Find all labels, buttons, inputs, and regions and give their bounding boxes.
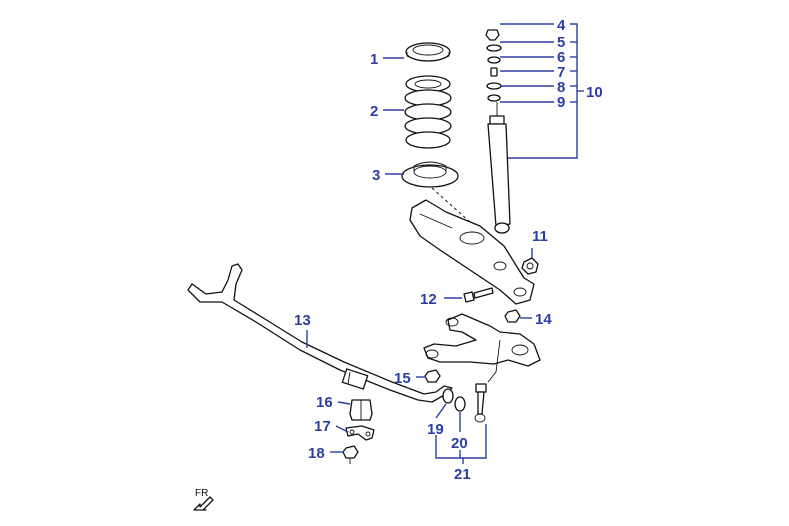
shock-mount-hardware <box>485 29 502 102</box>
callout-14: 14 <box>535 311 552 328</box>
callout-6: 6 <box>557 49 565 66</box>
lower-control-arm <box>409 199 535 305</box>
front-direction-indicator: FR <box>193 488 214 511</box>
front-arrow-icon <box>193 496 214 511</box>
callout-17: 17 <box>314 418 331 435</box>
callout-leaders <box>306 23 584 464</box>
direction-label: FR <box>195 488 208 499</box>
stabilizer-bar <box>187 263 453 403</box>
link-hardware <box>442 383 487 423</box>
bolt-12 <box>463 287 494 303</box>
nut-14 <box>504 309 521 323</box>
callout-12: 12 <box>420 291 437 308</box>
callout-3: 3 <box>372 167 380 184</box>
knuckle-assembly <box>423 313 541 383</box>
shock-absorber <box>487 102 511 234</box>
coil-spring <box>404 75 452 149</box>
callout-7: 7 <box>557 64 565 81</box>
callout-4: 4 <box>557 17 566 34</box>
callout-5: 5 <box>557 34 565 51</box>
lower-spring-seat <box>401 161 459 188</box>
callout-15: 15 <box>394 370 411 387</box>
bracket-17 <box>345 425 375 441</box>
bolt-18 <box>342 445 359 464</box>
callout-18: 18 <box>308 445 325 462</box>
callout-13: 13 <box>294 312 311 329</box>
nut-15 <box>424 369 441 383</box>
callout-2: 2 <box>370 103 378 120</box>
nut-11 <box>521 257 539 275</box>
callout-1: 1 <box>370 51 378 68</box>
callout-numbers: 1 2 3 4 5 6 7 8 9 10 11 12 13 14 15 16 1… <box>294 17 603 483</box>
callout-21: 21 <box>454 466 471 483</box>
callout-11: 11 <box>532 228 548 245</box>
callout-20: 20 <box>451 435 468 452</box>
bushing-16 <box>349 399 373 421</box>
callout-16: 16 <box>316 394 333 411</box>
callout-10: 10 <box>586 84 603 101</box>
callout-19: 19 <box>427 421 444 438</box>
callout-8: 8 <box>557 79 565 96</box>
upper-spring-seat <box>405 42 451 62</box>
callout-9: 9 <box>557 94 565 111</box>
